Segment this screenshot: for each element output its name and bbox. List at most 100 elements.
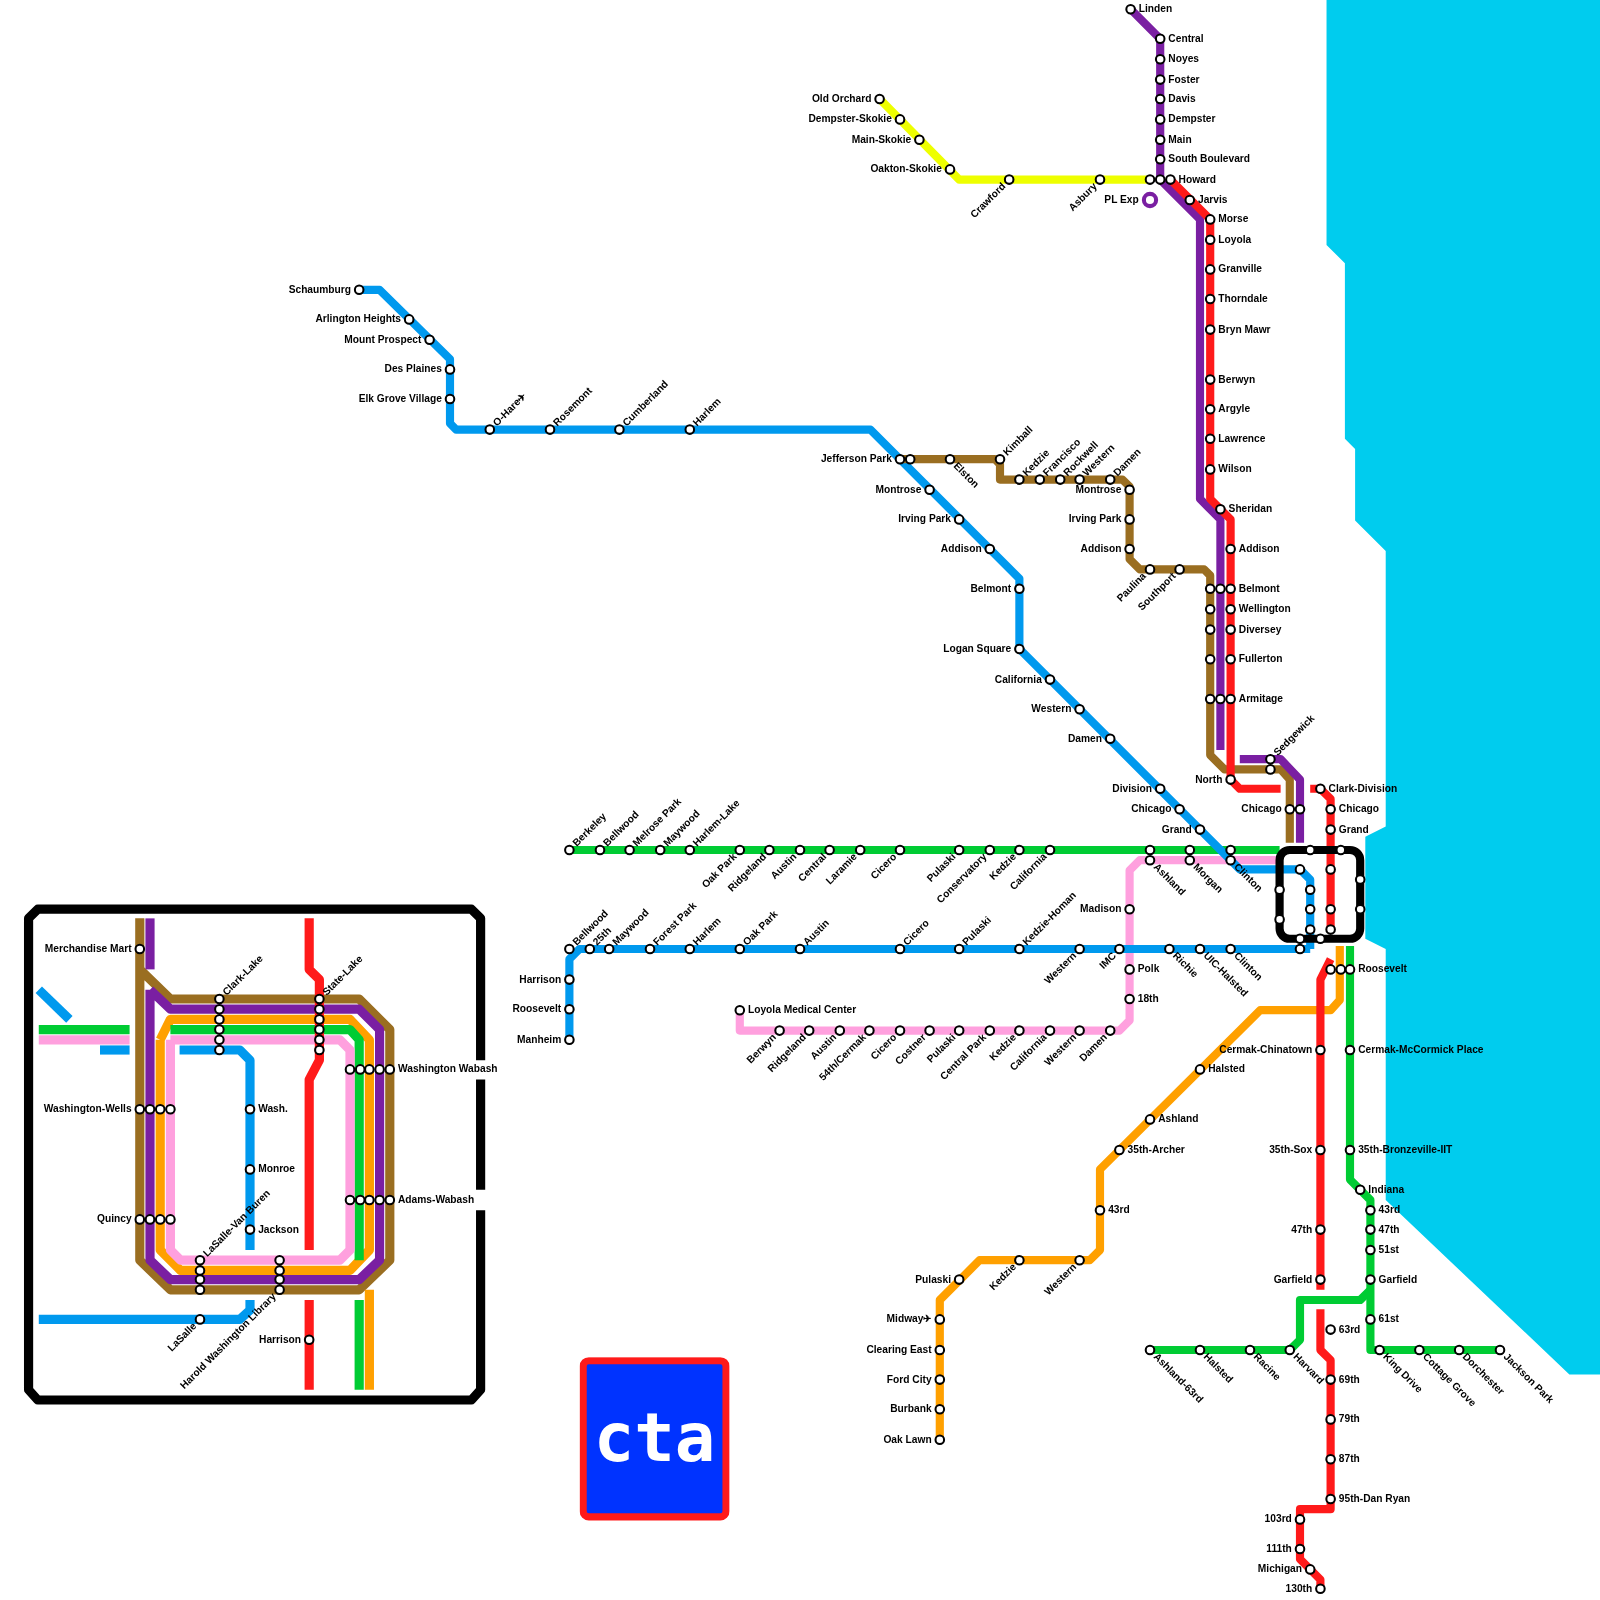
station-label: Garfield: [1274, 1273, 1313, 1285]
station-label: Garfield: [1379, 1273, 1418, 1285]
station-dot: [656, 846, 665, 855]
station-label: Morse: [1218, 213, 1248, 225]
station-label: Jefferson Park: [821, 453, 892, 465]
blue-line: [39, 1300, 250, 1319]
station-dot: [1296, 934, 1305, 943]
station-dot: [1326, 965, 1335, 974]
station-dot: [196, 1275, 205, 1284]
station-dot: [315, 1046, 324, 1055]
station-label: Western: [1031, 703, 1071, 715]
blue-line: [39, 990, 70, 1020]
station-label: 43rd: [1379, 1204, 1401, 1216]
station-label: Armitage: [1239, 693, 1283, 705]
station-dot: [346, 1065, 355, 1074]
station-dot: [1096, 1206, 1105, 1215]
station-label: Maywood: [610, 907, 652, 949]
station-dot: [1216, 695, 1225, 704]
station-dot: [1226, 605, 1235, 614]
station-dot: [1015, 645, 1024, 654]
station-dot: [1337, 965, 1346, 974]
station-dot: [156, 1105, 165, 1114]
blue-line: [569, 949, 1310, 1040]
station-dot: [1156, 34, 1165, 43]
station-label: California: [995, 673, 1042, 685]
station-label: Cermak-McCormick Place: [1358, 1044, 1483, 1056]
station-dot: [315, 1036, 324, 1045]
station-dot: [1286, 1346, 1295, 1355]
station-dot: [275, 1286, 284, 1295]
station-label: 43rd: [1108, 1204, 1130, 1216]
station-label: Montrose: [876, 484, 922, 496]
station-dot: [196, 1286, 205, 1295]
station-dot: [1366, 1206, 1375, 1215]
station-dot: [946, 455, 955, 464]
station-dot: [906, 455, 915, 464]
station-label: Harrison: [259, 1334, 301, 1346]
station-label: Jarvis: [1198, 194, 1228, 206]
station-dot: [1206, 434, 1215, 443]
station-dot: [1326, 1415, 1335, 1424]
station-dot: [215, 1005, 224, 1014]
station-label: Clearing East: [866, 1344, 931, 1356]
station-label: South Boulevard: [1168, 153, 1250, 165]
station-dot: [1226, 945, 1235, 954]
station-dot: [1015, 846, 1024, 855]
station-label: Roosevelt: [512, 1003, 561, 1015]
station-dot: [565, 1036, 574, 1045]
station-label: Irving Park: [1069, 513, 1122, 525]
station-dot: [775, 1026, 784, 1035]
station-dot: [915, 136, 924, 145]
station-dot: [1075, 1256, 1084, 1265]
station-dot: [1206, 465, 1215, 474]
station-label: Clark-Lake: [220, 953, 266, 999]
station-dot: [955, 945, 964, 954]
station-dot: [1165, 945, 1174, 954]
station-dot: [1346, 965, 1355, 974]
station-label: Quincy: [97, 1213, 132, 1225]
station-dot: [1106, 734, 1115, 743]
station-dot: [1206, 265, 1215, 274]
station-label: Howard: [1179, 173, 1216, 185]
pink-line: [170, 1040, 350, 1260]
station-dot: [1206, 325, 1215, 334]
station-label: Rosemont: [551, 385, 595, 429]
station-dot: [1005, 175, 1014, 184]
station-label: Austin: [801, 917, 832, 948]
station-label: Pulaski: [915, 1273, 951, 1285]
station-label: 47th: [1291, 1223, 1312, 1235]
station-label: Chicago: [1241, 803, 1281, 815]
station-dot: [1316, 1146, 1325, 1155]
station-label: Damen: [1077, 1031, 1110, 1064]
station-dot: [355, 286, 364, 295]
station-dot: [215, 1036, 224, 1045]
station-dot: [865, 1026, 874, 1035]
station-dot: [586, 945, 595, 954]
station-dot: [1036, 475, 1045, 484]
station-dot: [796, 846, 805, 855]
station-dot: [1296, 865, 1305, 874]
station-dot: [1375, 1346, 1384, 1355]
station-dot: [936, 1405, 945, 1414]
station-dot: [1226, 775, 1235, 784]
station-label: Old Orchard: [812, 93, 872, 105]
station-dot: [1146, 175, 1155, 184]
station-label: Racine: [1251, 1351, 1283, 1383]
station-label: Loyola: [1218, 234, 1251, 246]
station-dot: [825, 846, 834, 855]
station-dot: [1125, 515, 1134, 524]
station-label: Fullerton: [1239, 653, 1283, 665]
station-label: Clark-Division: [1329, 783, 1398, 795]
red-line: [305, 1300, 314, 1390]
green-line: [569, 846, 1279, 854]
station-dot: [925, 1026, 934, 1035]
station-dot: [1326, 825, 1335, 834]
station-dot: [1496, 1346, 1505, 1355]
station-dot: [146, 1105, 155, 1114]
station-dot: [1146, 846, 1155, 855]
orange-line: [365, 1290, 374, 1390]
station-dot: [1316, 1046, 1325, 1055]
station-dot: [1366, 1225, 1375, 1234]
station-dot: [446, 365, 455, 374]
station-dot: [1306, 886, 1315, 895]
station-dot: [1156, 115, 1165, 124]
